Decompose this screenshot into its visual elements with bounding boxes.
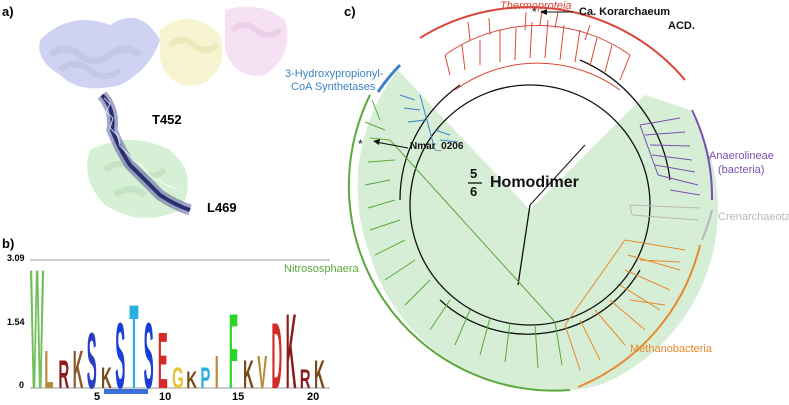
- clade-anaerolineae-2: (bacteria): [718, 164, 765, 176]
- fraction-numerator: 5: [470, 166, 478, 181]
- logo-letter: K: [243, 354, 254, 398]
- logo-letter: W: [30, 250, 44, 405]
- logo-letter: L: [44, 342, 53, 401]
- logo-letter: R: [58, 354, 69, 398]
- logo-letter: D: [271, 304, 282, 405]
- panel-a-structure: [39, 6, 288, 218]
- logo-letter: S: [87, 317, 97, 405]
- logo-letter: K: [314, 354, 325, 398]
- y-tick-zero: 0: [19, 380, 25, 390]
- logo-letter: K: [186, 368, 197, 394]
- fraction-denominator: 6: [470, 184, 478, 199]
- residue-label-l469: L469: [207, 200, 237, 215]
- clade-crenarchaeota: Crenarchaeota: [718, 211, 789, 223]
- logo-letter: K: [101, 362, 112, 395]
- x-tick-20: 20: [307, 391, 320, 403]
- label-nmar-0206: Nmar_0206: [410, 141, 464, 152]
- logo-letter: I: [215, 348, 219, 399]
- clade-nitrososphaera: Nitrososphaera: [284, 263, 359, 275]
- star-nmar: *: [358, 137, 363, 151]
- clade-hydroxypropionyl-1: 3-Hydroxypropionyl-: [285, 68, 384, 80]
- panel-a-label: a): [2, 4, 14, 19]
- clade-anaerolineae-1: Anaerolineae: [709, 150, 774, 162]
- logo-letter: E: [158, 317, 168, 405]
- x-tick-15: 15: [232, 391, 245, 403]
- logo-letter: S: [115, 304, 125, 405]
- logo-letter: V: [257, 348, 267, 399]
- x-tick-5: 5: [94, 391, 101, 403]
- logo-letter: P: [200, 362, 210, 395]
- logo-letter: T: [129, 281, 138, 405]
- panel-b-label: b): [2, 236, 15, 251]
- logo-letter: R: [300, 363, 311, 394]
- panel-c-label: c): [344, 4, 356, 19]
- clade-thermoproteia: Thermoproteia: [500, 0, 572, 12]
- label-korarchaeum-1: Ca. Korarchaeum: [579, 6, 671, 18]
- logo-letter: S: [144, 304, 154, 405]
- star-korarchaeum: *: [532, 5, 537, 19]
- clade-hydroxypropionyl-2: CoA Synthetases: [291, 81, 376, 93]
- logo-letter: K: [286, 293, 297, 405]
- residue-label-t452: T452: [152, 112, 182, 127]
- center-label-homodimer: Homodimer: [490, 174, 579, 191]
- logo-letter: F: [229, 293, 238, 405]
- logo-letter: G: [172, 362, 184, 395]
- x-tick-10: 10: [159, 391, 172, 403]
- y-tick-mid: 1.54: [7, 317, 25, 327]
- logo-letter: K: [73, 342, 84, 401]
- y-tick-max: 3.09: [7, 253, 25, 263]
- clade-methanobacteria: Methanobacteria: [630, 343, 712, 355]
- panel-c-tree: * *: [347, 5, 718, 392]
- label-korarchaeum-2: ACD.: [668, 20, 695, 32]
